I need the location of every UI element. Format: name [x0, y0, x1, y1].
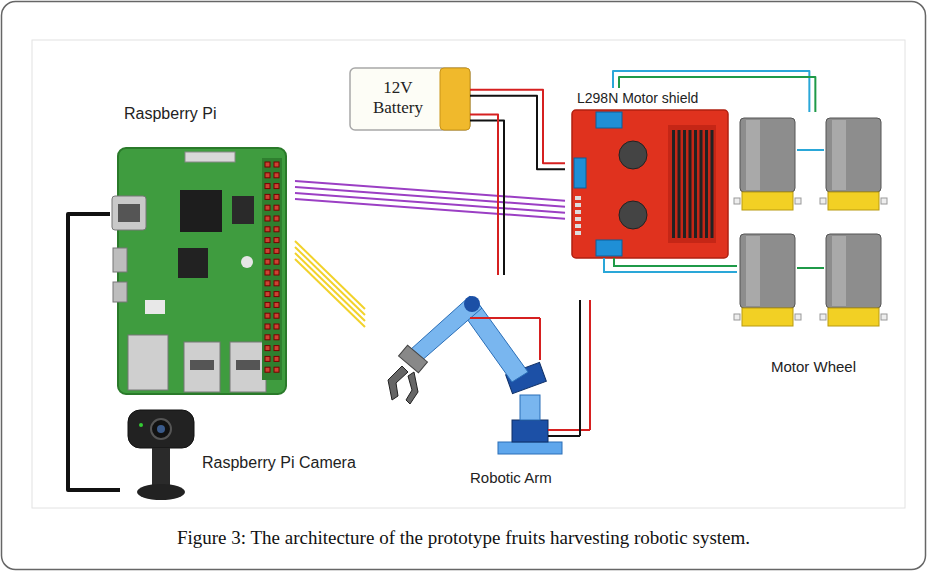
wire — [295, 241, 365, 309]
wire — [470, 96, 565, 170]
raspberry-pi-board — [112, 148, 286, 394]
node-label: Motor Wheel — [737, 358, 890, 376]
wire — [295, 259, 365, 327]
raspberry-pi-camera-node: Raspberry Pi Camera — [120, 405, 385, 505]
node-label: 12V Battery — [358, 78, 438, 119]
robotic-arm-node: Robotic Arm — [365, 275, 565, 490]
node-label: Robotic Arm — [470, 469, 552, 487]
raspberry-pi-node: Raspberry Pi — [110, 100, 295, 400]
wire — [470, 90, 565, 164]
node-label: L298N Motor shield — [577, 90, 698, 107]
l298n-board — [572, 110, 728, 258]
motor-wheel-node: Motor Wheel — [737, 112, 894, 380]
wire — [295, 199, 565, 219]
node-label: Raspberry Pi Camera — [202, 453, 356, 472]
wire-connector — [295, 181, 565, 219]
figure-caption: Figure 3: The architecture of the protot… — [0, 527, 927, 549]
wire-connector — [68, 214, 120, 490]
wire — [470, 115, 498, 275]
wire-connector — [470, 115, 504, 275]
battery-symbol — [350, 68, 470, 130]
wire — [68, 214, 120, 490]
wire-connector — [470, 90, 565, 170]
battery-node: 12V Battery — [350, 68, 470, 130]
node-label: Raspberry Pi — [124, 104, 216, 123]
wire — [295, 253, 365, 321]
motor-wheels — [734, 118, 887, 326]
wire-connector — [295, 241, 365, 327]
wire — [295, 247, 365, 315]
webcam — [128, 410, 194, 500]
l298n-motor-shield-node: L298N Motor shield — [565, 88, 735, 262]
motor-wires — [604, 150, 824, 272]
figure-panel — [32, 40, 905, 508]
robotic-arm — [388, 296, 590, 454]
